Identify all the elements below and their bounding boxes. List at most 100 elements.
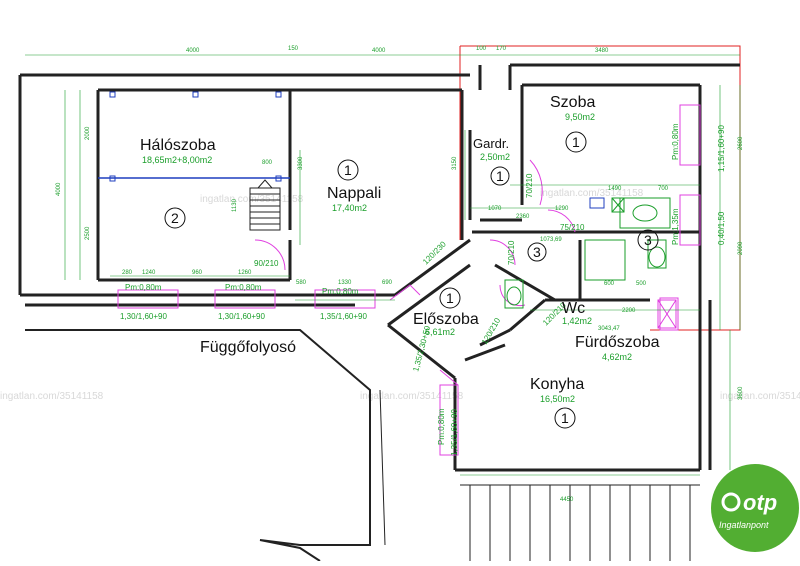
room-number-nappali: 1 xyxy=(344,162,352,178)
room-area-gardrob: 2,50m2 xyxy=(480,152,510,162)
dim-label: 690 xyxy=(382,280,393,286)
room-name-furdoszoba: Fürdőszoba xyxy=(575,334,660,351)
room-name-nappali: Nappali xyxy=(327,185,381,202)
dim-label: 3043,47 xyxy=(598,326,620,332)
dim-label: 3300 xyxy=(298,156,304,170)
boiler xyxy=(589,197,605,209)
door-label: 70/210 xyxy=(525,173,534,198)
watermark: ingatlan.com/35141158 xyxy=(720,391,800,402)
room-area-eloszoba: 6,61m2 xyxy=(425,327,455,337)
dim-label: 2090 xyxy=(738,241,744,255)
corridor-label: Függőfolyosó xyxy=(200,339,296,356)
room-name-eloszoba: Előszoba xyxy=(413,311,479,328)
dim-label: 1490 xyxy=(608,186,622,192)
window-sill-label: Pm:0,80m xyxy=(671,123,680,160)
shower xyxy=(657,299,677,329)
window-size-label: 1,30/1,60+90 xyxy=(120,312,167,321)
room-number-konyha: 1 xyxy=(561,410,569,426)
room-number-szoba: 1 xyxy=(572,134,580,150)
room-name-szoba: Szoba xyxy=(550,94,595,111)
dim-label: 700 xyxy=(658,186,669,192)
otp-logo-sub: Ingatlanpont xyxy=(719,520,769,530)
door-label: 75/210 xyxy=(560,223,585,232)
dim-label: 1240 xyxy=(142,270,156,276)
dim-label: 280 xyxy=(122,270,133,276)
dim-label: 2000 xyxy=(85,126,91,140)
room-name-gardrob: Gardr. xyxy=(473,136,509,151)
door-label: 90/210 xyxy=(254,259,279,268)
watermark: ingatlan.com/35141158 xyxy=(360,391,464,402)
room-area-haloszoba: 18,65m2+8,00m2 xyxy=(142,155,212,165)
room-name-haloszoba: Hálószoba xyxy=(140,137,216,154)
dim-label: 4000 xyxy=(56,182,62,196)
window-size-label: 1,35/1,60+90 xyxy=(450,409,459,456)
room-number-circle xyxy=(637,229,659,251)
dim-label: 800 xyxy=(262,160,273,166)
room-area-konyha: 16,50m2 xyxy=(540,394,575,404)
dim-label: 1260 xyxy=(238,270,252,276)
dim-label: 100 xyxy=(476,46,487,52)
fixtures xyxy=(504,197,671,309)
dim-label: 3150 xyxy=(452,156,458,170)
doors xyxy=(254,159,576,307)
room-area-szoba: 9,50m2 xyxy=(565,112,595,122)
otp-logo-brand: otp xyxy=(743,490,777,515)
room-area-furdoszoba: 4,62m2 xyxy=(602,352,632,362)
door-label: 70/210 xyxy=(507,240,516,265)
room-number-circle xyxy=(565,131,587,153)
dim-label: 2600 xyxy=(738,136,744,150)
facade-outline xyxy=(379,389,386,546)
dim-label: 2360 xyxy=(516,214,530,220)
room-area-wc: 1,42m2 xyxy=(562,316,592,326)
room-number-gardrob: 1 xyxy=(496,168,504,184)
dim-label: 170 xyxy=(496,46,507,52)
dim-label: 600 xyxy=(604,281,615,287)
dim-label: 150 xyxy=(288,46,299,52)
gallery-posts xyxy=(109,91,282,182)
stairs-bottom xyxy=(460,484,700,561)
room-name-wc: Wc xyxy=(562,300,585,317)
otp-logo-icon xyxy=(721,492,741,512)
window-sill-label: Pm:0,80m xyxy=(322,287,359,296)
dim-label: 2200 xyxy=(622,308,636,314)
room-number-circle xyxy=(554,407,576,429)
dim-label: 1073,69 xyxy=(540,237,562,243)
room-number-haloszoba: 2 xyxy=(171,210,179,226)
room-number-circle xyxy=(164,207,186,229)
room-area-nappali: 17,40m2 xyxy=(332,203,367,213)
room-number-wc: 3 xyxy=(533,244,541,260)
dim-label: 1290 xyxy=(555,206,569,212)
room-number-eloszoba: 1 xyxy=(446,290,454,306)
inner-stairs xyxy=(249,179,281,231)
dim-label: 4450 xyxy=(560,497,574,503)
room-number-furdoszoba: 3 xyxy=(644,232,652,248)
window-size-label: 0,40/1,50 xyxy=(717,211,726,245)
room-name-konyha: Konyha xyxy=(530,376,584,393)
windows xyxy=(117,104,701,456)
watermark: ingatlan.com/35141158 xyxy=(540,188,644,199)
watermark: ingatlan.com/35141158 xyxy=(0,391,104,402)
dim-label: 3480 xyxy=(595,48,609,54)
window-sill-label: Pm:0,80m xyxy=(437,408,446,445)
window-size-label: 1,15/1,60+90 xyxy=(717,125,726,172)
dim-label: 3600 xyxy=(738,386,744,400)
dim-label: 1070 xyxy=(488,206,502,212)
dimension-lines xyxy=(25,54,741,476)
room-number-circle xyxy=(439,287,461,309)
window-size-label: 1,35/1,60+90 xyxy=(320,312,367,321)
facade-outline xyxy=(25,329,371,562)
otp-logo: otp Ingatlanpont xyxy=(711,464,799,552)
walls xyxy=(18,63,740,472)
window-size-label: 1,30/1,60+90 xyxy=(218,312,265,321)
dim-label: 4000 xyxy=(186,48,200,54)
door-label: 120/210 xyxy=(480,316,503,346)
dim-label: 1130 xyxy=(232,198,238,212)
dim-label: 500 xyxy=(636,281,647,287)
room-number-circle xyxy=(527,242,547,262)
window-sill-label: Pm:0,80m xyxy=(225,283,262,292)
dim-label: 2500 xyxy=(85,226,91,240)
dim-label: 960 xyxy=(192,270,203,276)
window-sill-label: Pm:1,35m xyxy=(671,208,680,245)
